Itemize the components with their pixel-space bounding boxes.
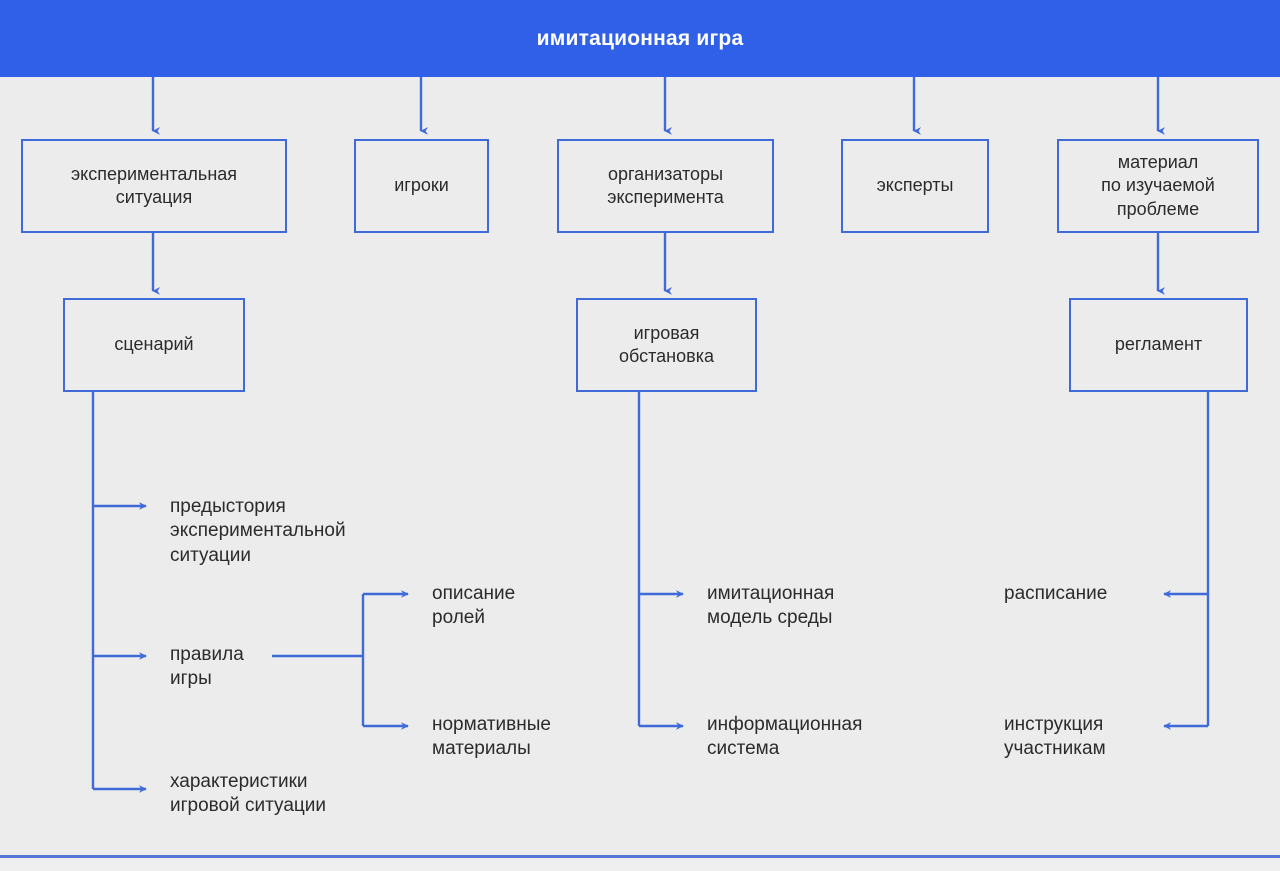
node-study-material[interactable]: материал по изучаемой проблеме bbox=[1057, 139, 1259, 233]
node-scenario[interactable]: сценарий bbox=[63, 298, 245, 392]
node-label: сценарий bbox=[114, 334, 194, 355]
leaf-roles-description[interactable]: описание ролей bbox=[432, 583, 516, 629]
node-regulations[interactable]: регламент bbox=[1069, 298, 1248, 392]
node-label: игровая обстановка bbox=[619, 322, 714, 366]
bottom-strip bbox=[0, 858, 1280, 871]
node-players[interactable]: игроки bbox=[354, 139, 489, 233]
bottom-rule bbox=[0, 855, 1280, 858]
node-label: экспериментальная ситуация bbox=[70, 163, 238, 207]
node-game-setting[interactable]: игровая обстановка bbox=[576, 298, 757, 392]
leaf-normative-materials[interactable]: нормативные материалы bbox=[432, 714, 551, 760]
leaf-information-system[interactable]: информационная система bbox=[707, 714, 863, 760]
header-bar: имитационная игра bbox=[0, 0, 1280, 77]
node-label: регламент bbox=[1114, 334, 1203, 355]
leaf-environment-simulation-model[interactable]: имитационная модель среды bbox=[707, 583, 835, 629]
node-label: эксперты bbox=[876, 175, 954, 196]
node-experiment-organizers[interactable]: организаторы эксперимента bbox=[557, 139, 774, 233]
leaf-game-rules[interactable]: правила игры bbox=[170, 644, 244, 690]
node-experimental-situation[interactable]: экспериментальная ситуация bbox=[21, 139, 287, 233]
leaf-participant-instructions[interactable]: инструкция участникам bbox=[1004, 714, 1106, 760]
leaf-schedule[interactable]: расписание bbox=[1004, 583, 1108, 604]
leaf-game-situation-characteristics[interactable]: характеристики игровой ситуации bbox=[170, 771, 327, 817]
leaf-prehistory[interactable]: предыстория экспериментальной ситуации bbox=[170, 496, 346, 566]
node-label: организаторы эксперимента bbox=[607, 163, 724, 207]
node-label: материал по изучаемой проблеме bbox=[1101, 151, 1215, 219]
node-label: игроки bbox=[394, 175, 449, 196]
page-title: имитационная игра bbox=[536, 26, 744, 50]
node-experts[interactable]: эксперты bbox=[841, 139, 989, 233]
